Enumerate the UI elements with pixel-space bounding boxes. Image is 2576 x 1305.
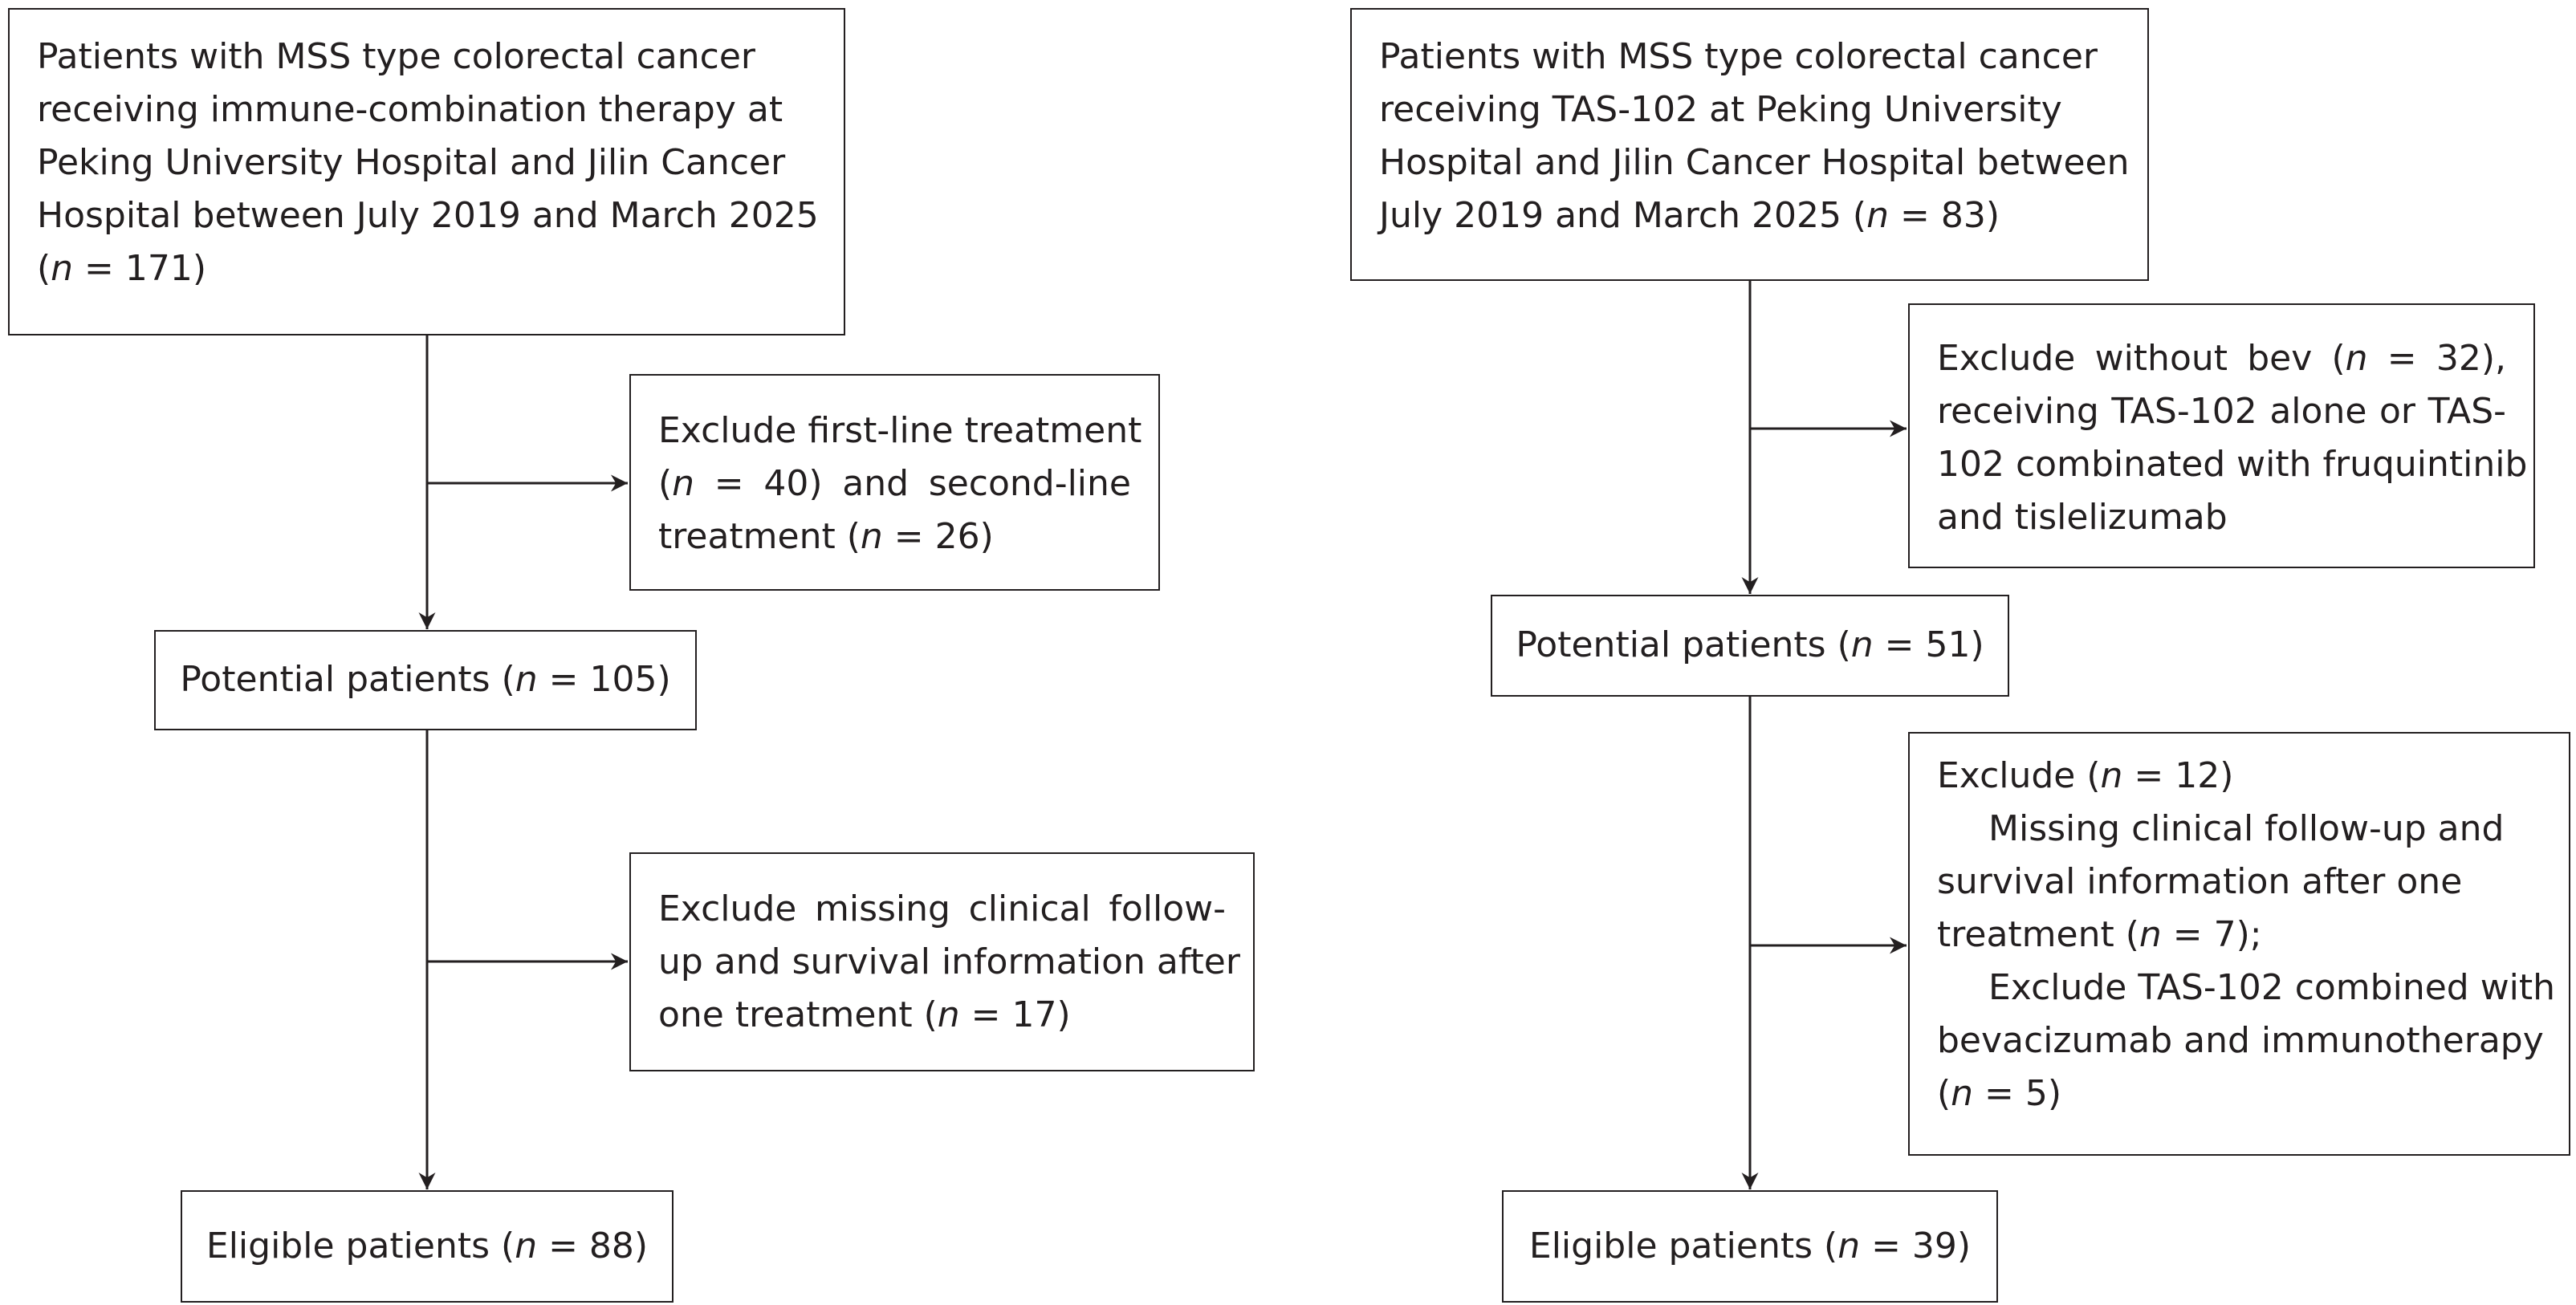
- left-eligible-box: Eligible patients (n = 88): [181, 1190, 674, 1303]
- right-exclude1-line-4: and tislelizumab: [1937, 497, 2228, 538]
- left-exclude1-box: Exclude first-line treatment (n = 40) an…: [629, 374, 1160, 591]
- left-exclude2-line-2: up and survival information after: [658, 941, 1240, 982]
- left-source-line-5: (n = 171): [37, 248, 207, 289]
- right-eligible-box: Eligible patients (n = 39): [1502, 1190, 1998, 1303]
- right-exclude2-line-1: Exclude (n = 12): [1937, 755, 2234, 796]
- left-source-line-1: Patients with MSS type colorectal cancer: [37, 36, 755, 77]
- right-source-line-2: receiving TAS-102 at Peking University: [1379, 89, 2062, 130]
- right-exclude2-line-6: bevacizumab and immunotherapy: [1937, 1020, 2544, 1061]
- left-potential-box: Potential patients (n = 105): [154, 630, 697, 730]
- right-source-box: Patients with MSS type colorectal cancer…: [1350, 8, 2149, 281]
- left-source-box: Patients with MSS type colorectal cancer…: [8, 8, 845, 335]
- right-source-line-1: Patients with MSS type colorectal cancer: [1379, 36, 2098, 77]
- right-exclude1-line-1: Exclude without bev (n = 32),: [1937, 338, 2506, 379]
- right-exclude1-line-2: receiving TAS-102 alone or TAS-: [1937, 391, 2506, 432]
- left-source-line-4: Hospital between July 2019 and March 202…: [37, 195, 819, 236]
- right-eligible-text: Eligible patients (n = 39): [1528, 1226, 1972, 1266]
- right-source-line-4: July 2019 and March 2025 (n = 83): [1379, 195, 2000, 236]
- right-exclude2-line-5: Exclude TAS-102 combined with: [1988, 967, 2556, 1008]
- right-exclude2-line-4: treatment (n = 7);: [1937, 914, 2262, 955]
- right-exclude2-line-3: survival information after one: [1937, 861, 2463, 902]
- left-potential-text: Potential patients (n = 105): [180, 659, 671, 700]
- left-eligible-text: Eligible patients (n = 88): [206, 1226, 649, 1266]
- left-exclude2-box: Exclude missing clinical follow- up and …: [629, 852, 1255, 1071]
- right-exclude2-line-7: (n = 5): [1937, 1073, 2062, 1114]
- left-exclude1-line-1: Exclude first-line treatment: [658, 410, 1142, 451]
- right-exclude1-box: Exclude without bev (n = 32), receiving …: [1908, 303, 2535, 568]
- left-exclude2-line-1: Exclude missing clinical follow-: [658, 888, 1226, 929]
- right-exclude2-box: Exclude (n = 12) Missing clinical follow…: [1908, 732, 2570, 1156]
- right-potential-box: Potential patients (n = 51): [1491, 595, 2009, 697]
- right-potential-text: Potential patients (n = 51): [1516, 624, 1984, 665]
- left-exclude2-line-3: one treatment (n = 17): [658, 994, 1071, 1035]
- right-exclude1-line-3: 102 combinated with fruquintinib: [1937, 444, 2528, 485]
- left-exclude1-line-3: treatment (n = 26): [658, 516, 994, 557]
- right-source-line-3: Hospital and Jilin Cancer Hospital betwe…: [1379, 142, 2130, 183]
- left-source-line-2: receiving immune-combination therapy at: [37, 89, 783, 130]
- left-source-line-3: Peking University Hospital and Jilin Can…: [37, 142, 786, 183]
- left-exclude1-line-2: (n = 40) and second-line: [658, 463, 1131, 504]
- right-exclude2-line-2: Missing clinical follow-up and: [1988, 808, 2505, 849]
